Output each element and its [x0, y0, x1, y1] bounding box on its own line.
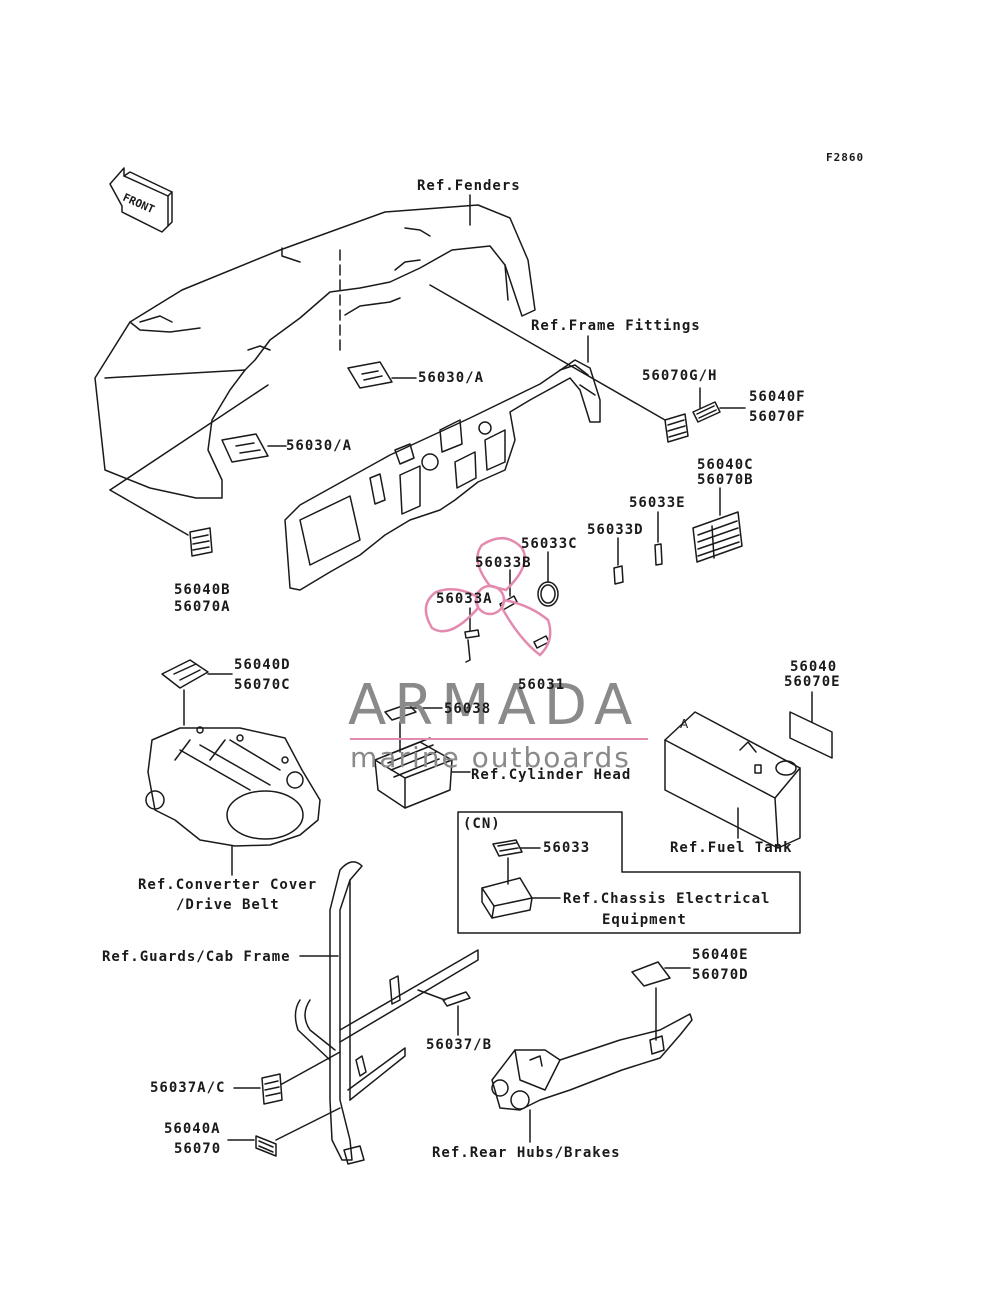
label-ref-guards: Ref.Guards/Cab Frame: [102, 949, 291, 965]
label-ref-fuel-tank: Ref.Fuel Tank: [670, 840, 793, 856]
label-ref-fenders: Ref.Fenders: [417, 178, 521, 194]
watermark-underline: [350, 738, 648, 740]
label-56070a: 56070A: [174, 599, 231, 615]
fuel-tank-part: A: [664, 711, 801, 849]
guards-cab-frame-part: [294, 861, 479, 1165]
label-56033a: 56033A: [436, 591, 493, 607]
rear-hubs-brakes-part: [491, 1013, 693, 1111]
watermark-subtitle: marine outboards: [350, 741, 631, 774]
label-ref-chassis-2: Equipment: [602, 912, 687, 928]
label-cn: (CN): [463, 816, 501, 832]
decal-56038: [384, 703, 417, 721]
decal-56037ac: [261, 1073, 283, 1105]
decal-56033c: [537, 581, 559, 607]
svg-text:A: A: [680, 717, 689, 731]
label-56070gh: 56070G/H: [642, 368, 718, 384]
leader-line-56070gh: [429, 284, 666, 421]
label-56040b: 56040B: [174, 582, 231, 598]
decal-56040e: [631, 961, 671, 987]
leader-line-56037ac-b: [281, 1051, 341, 1085]
label-56033: 56033: [543, 840, 591, 856]
decal-56037b: [442, 991, 471, 1007]
converter-cover-part: [145, 726, 321, 847]
label-56070d: 56070D: [692, 967, 749, 983]
label-56070: 56070: [174, 1141, 222, 1157]
label-56037ac: 56037A/C: [150, 1080, 226, 1096]
label-ref-frame-fittings: Ref.Frame Fittings: [531, 318, 701, 334]
label-56040f: 56040F: [749, 389, 806, 405]
label-ref-converter-1: Ref.Converter Cover: [138, 877, 318, 893]
label-56030a-top: 56030/A: [418, 370, 485, 386]
cylinder-head-part: [374, 737, 453, 809]
diagram-code: F2860: [826, 151, 865, 164]
label-56070e: 56070E: [784, 674, 841, 690]
label-56070f: 56070F: [749, 409, 806, 425]
front-arrow-icon: FRONT: [109, 167, 173, 233]
label-56031: 56031: [518, 677, 566, 693]
label-56040a: 56040A: [164, 1121, 221, 1137]
leader-line-56040a-b: [275, 1107, 341, 1141]
decal-56040a: [255, 1135, 277, 1157]
decal-56040d: [161, 659, 209, 689]
label-56037b: 56037/B: [426, 1037, 493, 1053]
decal-56040f: [692, 401, 721, 423]
label-56040e: 56040E: [692, 947, 749, 963]
label-56033d: 56033D: [587, 522, 644, 538]
decal-56033d: [613, 565, 624, 585]
watermark-title: ARMADA: [348, 673, 641, 738]
decal-56033: [492, 839, 523, 857]
watermark-propeller-icon: [424, 537, 552, 657]
label-56070c: 56070C: [234, 677, 291, 693]
frame-fittings-part: [284, 359, 601, 591]
decal-56030a-left: [221, 433, 269, 463]
label-ref-rear-hubs: Ref.Rear Hubs/Brakes: [432, 1145, 621, 1161]
chassis-electrical-part: [481, 877, 533, 919]
decal-56040b: [189, 527, 213, 557]
cn-region-box: [457, 811, 801, 934]
fenders-part: [94, 204, 536, 499]
label-56038: 56038: [444, 701, 492, 717]
label-56040c: 56040C: [697, 457, 754, 473]
label-56033e: 56033E: [629, 495, 686, 511]
decal-56033e: [654, 543, 663, 566]
label-56040d: 56040D: [234, 657, 291, 673]
decal-56033a: [464, 629, 480, 663]
front-arrow-text: FRONT: [121, 191, 157, 216]
label-56030a-left: 56030/A: [286, 438, 353, 454]
label-56040: 56040: [790, 659, 838, 675]
leader-line-56040b-b: [109, 489, 189, 536]
decal-56040: [789, 711, 833, 759]
label-ref-converter-2: /Drive Belt: [176, 897, 280, 913]
leader-line-56037b-a: [417, 989, 446, 1001]
decal-56040c: [692, 511, 743, 563]
label-56033c: 56033C: [521, 536, 578, 552]
decal-56070gh: [664, 413, 689, 443]
decal-56030a-top: [347, 361, 393, 389]
label-56033b: 56033B: [475, 555, 532, 571]
label-56070b: 56070B: [697, 472, 754, 488]
label-ref-chassis-1: Ref.Chassis Electrical: [563, 891, 771, 907]
leader-line-56040b-a: [109, 384, 269, 491]
label-ref-cylinder-head: Ref.Cylinder Head: [471, 767, 632, 783]
